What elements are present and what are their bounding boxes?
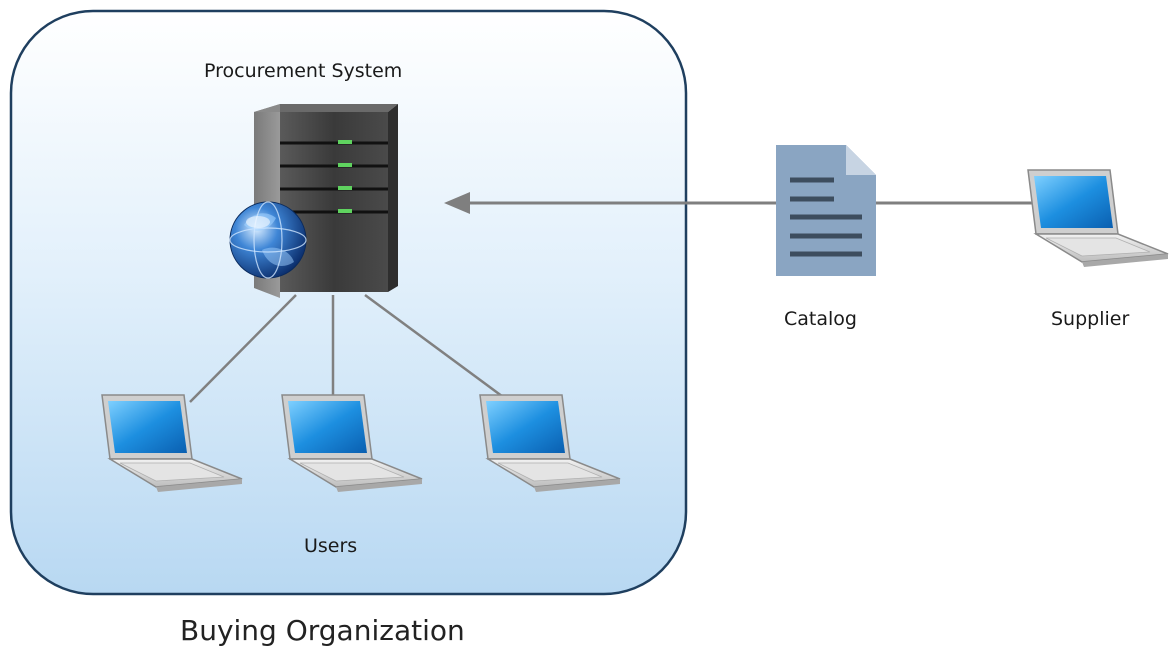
catalog-flow-connector (444, 192, 1036, 214)
buying-organization-container (9, 9, 688, 596)
buying-organization-label: Buying Organization (180, 614, 465, 647)
supplier-laptop-icon (1027, 169, 1169, 268)
arrow-head-icon (444, 192, 470, 214)
catalog-document-icon (776, 145, 876, 276)
supplier-label: Supplier (1051, 308, 1130, 330)
users-label: Users (304, 535, 358, 557)
server-user-connectors (189, 293, 511, 404)
globe-icon (229, 201, 307, 279)
procurement-system-label: Procurement System (204, 60, 403, 82)
catalog-label: Catalog (784, 308, 857, 330)
